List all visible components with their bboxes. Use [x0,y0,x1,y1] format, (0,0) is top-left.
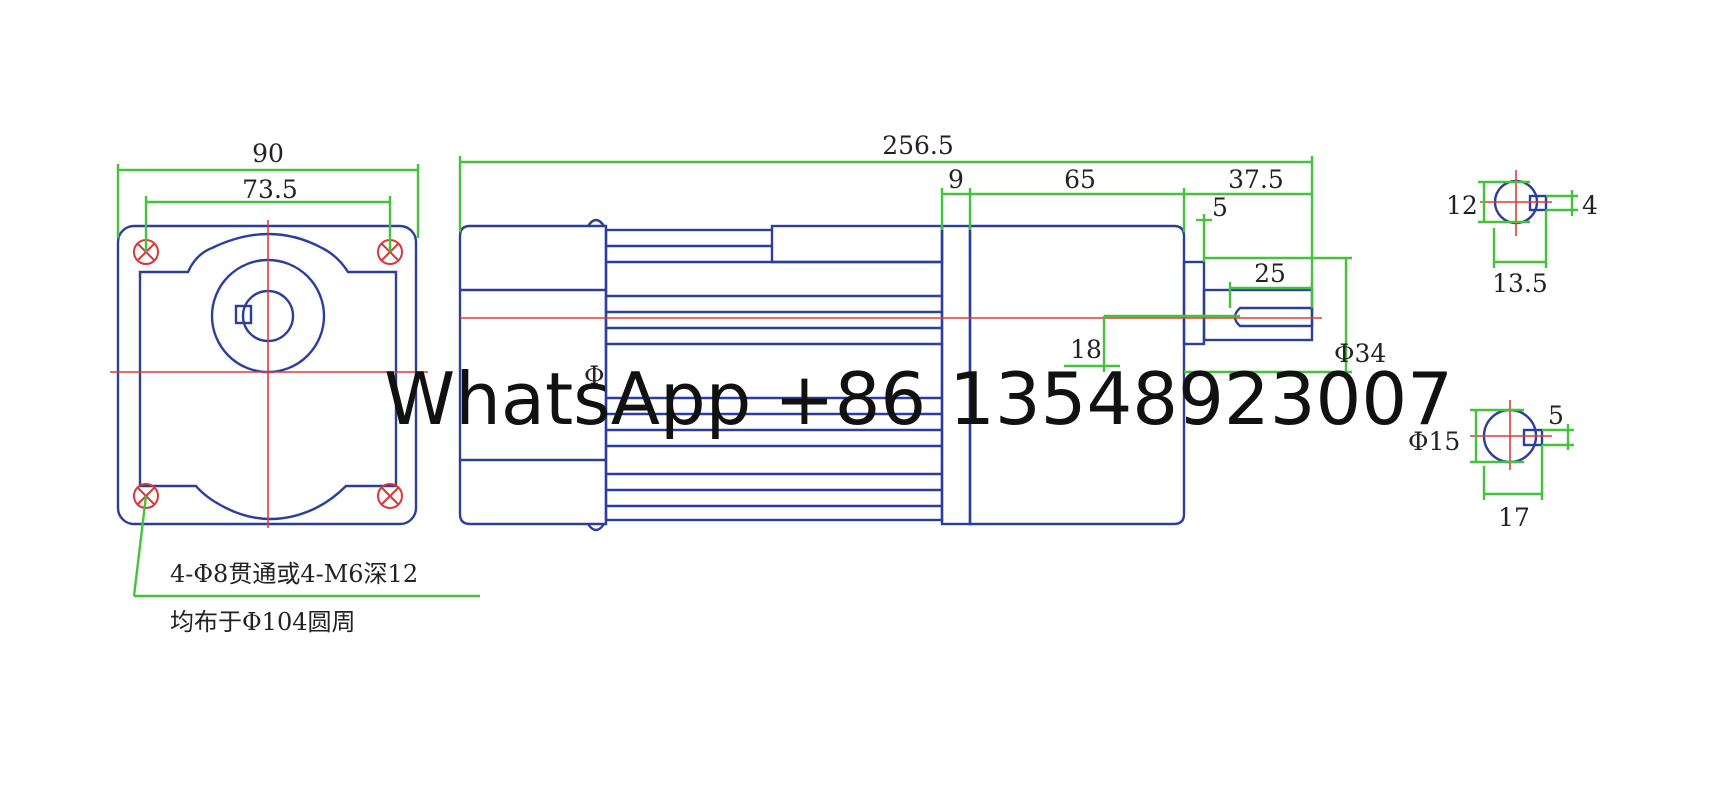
dim-width-90 [116,164,420,238]
front-view: 90 73.5 4-Φ8贯通或4-M6深12 均布于Φ104圆周 [110,139,480,636]
dim-label-25: 25 [1254,259,1286,288]
terminal-box [770,224,944,264]
side-view: Φ 256.5 9 65 37.5 5 25 [458,131,1386,532]
watermark-text: WhatsApp +86 13548923007 [384,357,1453,441]
dim-label-18: 18 [1070,335,1102,364]
shaft-pilot [1182,260,1206,346]
shaft-section-b: Φ15 5 17 [1408,400,1574,532]
dim-label-phi34: Φ34 [1334,339,1386,368]
section-a-label-12: 12 [1446,191,1478,220]
section-a-label-4: 4 [1582,191,1598,220]
front-shaft-key [234,304,253,325]
section-a-label-13-5: 13.5 [1492,269,1548,298]
section-b-label-phi15: Φ15 [1408,427,1460,456]
note-leader [132,495,480,598]
mounting-hole-br [377,483,403,509]
dim-key-length [1228,282,1314,308]
cooling-fins [606,244,942,508]
section-b-label-17: 17 [1498,503,1530,532]
dim-overall-length [458,156,1314,296]
dim-shoulder [1196,214,1212,262]
section-b-key [1522,428,1544,447]
rear-cover-bump-bottom [587,523,605,532]
front-outer-square [116,224,418,526]
dim-key-offset [1064,314,1240,372]
dim-pilot-diameter [1184,256,1352,374]
section-b-dims [1470,408,1574,500]
dim-hole-spacing [144,196,392,252]
center-mark: Φ [584,361,605,390]
dim-label-9: 9 [948,165,964,194]
note-line-1: 4-Φ8贯通或4-M6深12 [170,560,418,588]
dim-label-256-5: 256.5 [882,131,954,160]
section-a-dims [1478,180,1578,268]
dim-label-73-5: 73.5 [242,175,298,204]
dim-label-5: 5 [1212,193,1228,222]
shaft-section-a: 12 4 13.5 [1446,170,1598,298]
section-a-key [1528,194,1548,212]
gearbox-housing [968,224,1186,526]
rear-cover-bump-top [587,218,605,227]
front-inner-outline [138,232,398,521]
dim-label-65: 65 [1064,165,1096,194]
dim-chain [940,188,1312,232]
dim-label-37-5: 37.5 [1228,165,1284,194]
note-line-2: 均布于Φ104圆周 [170,608,355,636]
shaft-key-slot [1233,306,1314,328]
motor-rear-cover [458,224,608,526]
section-b-label-5: 5 [1548,401,1564,430]
dim-label-90: 90 [252,139,284,168]
